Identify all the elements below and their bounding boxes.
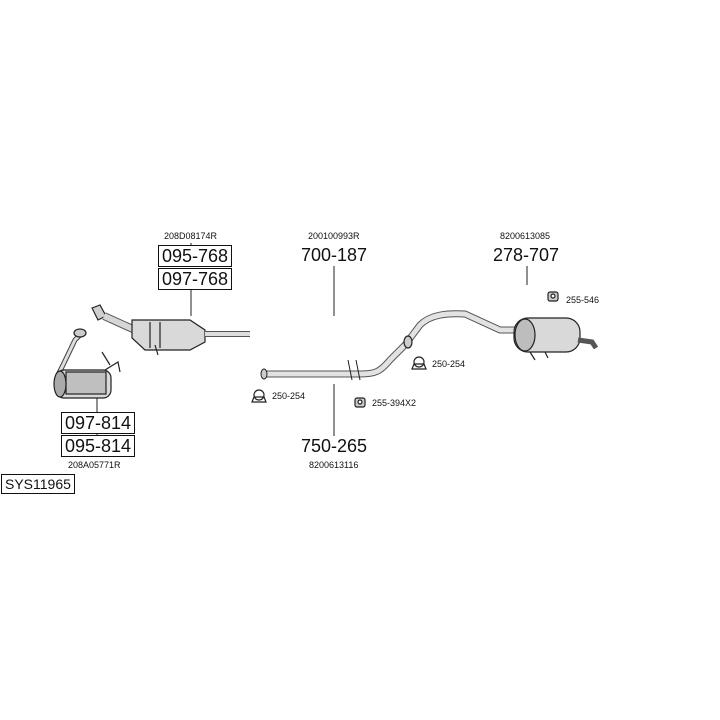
rear-silencer-oem: 8200613085 <box>500 231 551 241</box>
hanger-mid-label[interactable]: 255-394X2 <box>372 398 417 408</box>
centre-pipe-drawing <box>260 342 408 381</box>
centre-pipe-b-oem: 8200613116 <box>309 460 359 470</box>
dpf-part-number-1[interactable]: 097-814 <box>61 412 136 434</box>
centre-pipe-a-oem: 200100993R <box>308 231 360 241</box>
hanger-icon-mid <box>354 397 366 408</box>
dpf-oem-number: 208A05771R <box>68 460 121 470</box>
rear-silencer-number[interactable]: 278-707 <box>493 245 560 265</box>
catalytic-converter-drawing <box>91 304 250 356</box>
cat-part-number-1[interactable]: 095-768 <box>158 245 233 267</box>
cat-oem-number: 208D08174R <box>164 231 218 241</box>
system-code-badge: SYS11965 <box>1 474 75 494</box>
rear-silencer-drawing <box>402 310 599 361</box>
clamp-right-label[interactable]: 250-254 <box>432 359 466 369</box>
dpf-assembly-drawing <box>53 328 121 399</box>
centre-pipe-b-number[interactable]: 750-265 <box>301 436 368 456</box>
clamp-icon-left <box>251 389 267 403</box>
dpf-part-number-2[interactable]: 095-814 <box>61 435 136 457</box>
hanger-icon-rear <box>547 291 559 302</box>
cat-part-number-2[interactable]: 097-768 <box>158 268 233 290</box>
centre-pipe-a-number[interactable]: 700-187 <box>301 245 368 265</box>
clamp-left-label[interactable]: 250-254 <box>272 391 306 401</box>
hanger-rear-label[interactable]: 255-546 <box>566 295 600 305</box>
clamp-icon-right <box>411 356 427 370</box>
